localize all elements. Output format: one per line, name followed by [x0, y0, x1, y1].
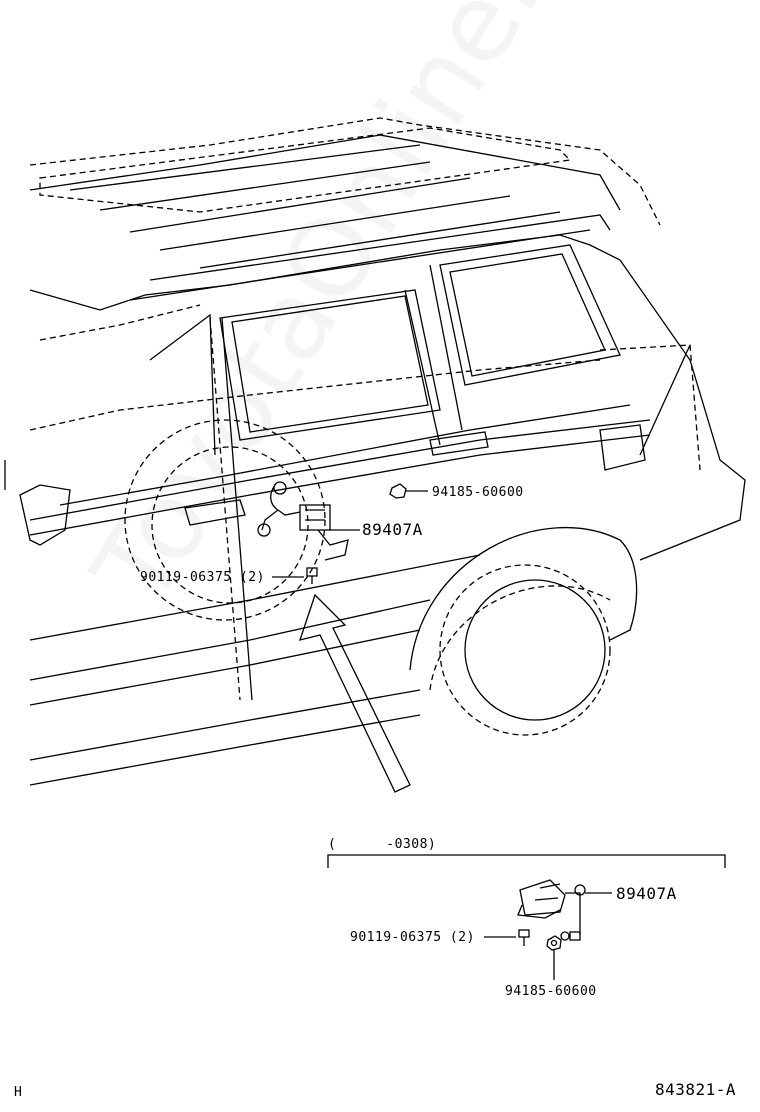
part-qty: (2)	[239, 570, 265, 585]
inset-bracket	[327, 854, 726, 868]
height-sensor-inset	[517, 879, 586, 941]
part-label-90119-main[interactable]: 90119-06375 (2)	[140, 571, 265, 584]
part-code: 90119-06375	[350, 930, 442, 945]
bolt-inset	[518, 929, 530, 946]
part-label-94185-inset[interactable]: 94185-60600	[505, 984, 597, 999]
part-label-89407a-main[interactable]: 89407A	[362, 520, 423, 539]
inset-range-label: ( -0308)	[328, 837, 437, 852]
height-sensor-main	[257, 481, 349, 561]
part-label-89407a-inset[interactable]: 89407A	[616, 884, 677, 903]
part-label-90119-inset[interactable]: 90119-06375 (2)	[350, 931, 475, 944]
diagram-id: 843821-A	[655, 1080, 737, 1099]
part-label-94185-main[interactable]: 94185-60600	[432, 485, 524, 500]
footer-left-mark: H	[14, 1085, 23, 1100]
nut-main	[389, 483, 407, 499]
vehicle-outline	[4, 117, 746, 786]
view-arrow	[299, 593, 411, 793]
bolt-main	[306, 567, 318, 584]
nut-inset	[546, 935, 562, 951]
part-qty: (2)	[449, 930, 475, 945]
part-code: 90119-06375	[140, 570, 232, 585]
